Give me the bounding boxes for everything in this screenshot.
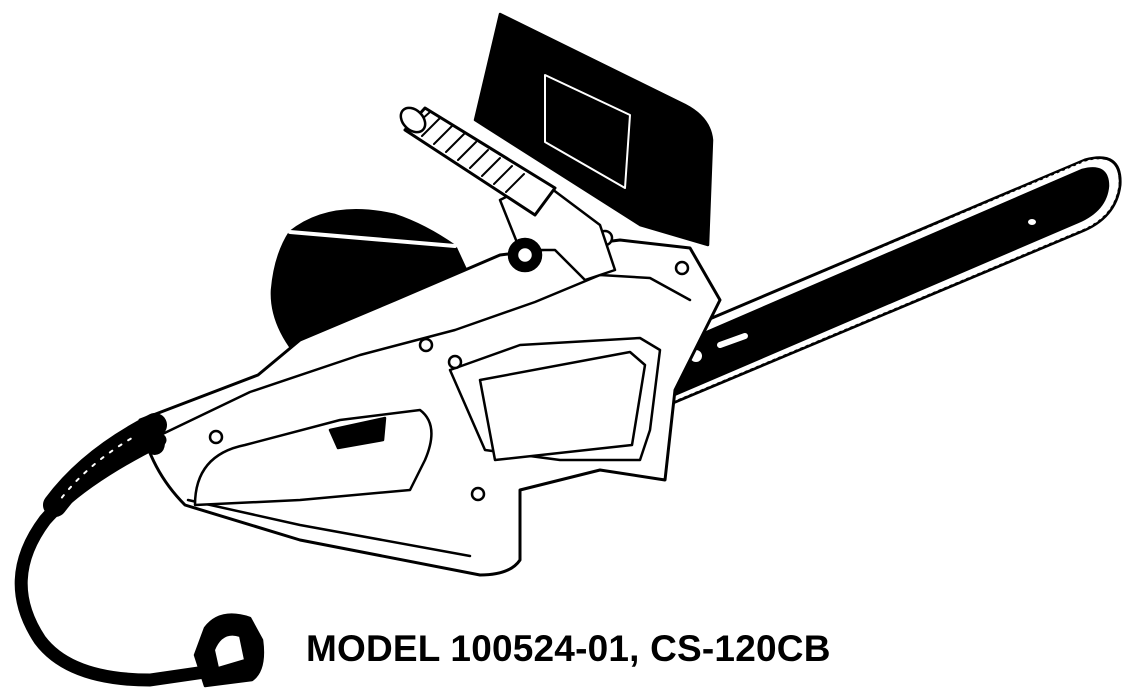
hand-guard [473,12,714,247]
power-cord [14,413,212,687]
top-handle [399,106,617,282]
guide-bar [658,156,1122,407]
model-caption: MODEL 100524-01, CS-120CB [306,628,831,669]
power-plug [193,613,265,688]
chainsaw-body [138,229,722,577]
